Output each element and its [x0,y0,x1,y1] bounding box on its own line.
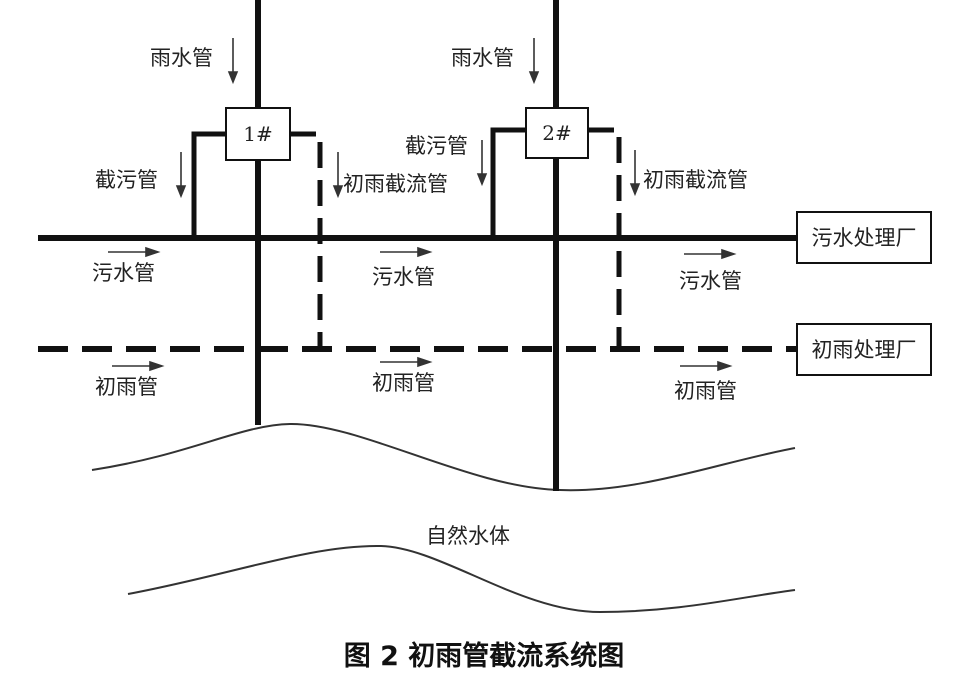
first-rain-intercept-label-2: 初雨截流管 [643,168,748,192]
well-1-box [225,107,291,161]
rain-pipe-label-2: 雨水管 [451,46,514,70]
first-rain-intercept-pipe-1 [290,131,323,349]
first-rain-intercept-label-1: 初雨截流管 [343,172,448,196]
water-bank-lower [127,544,796,614]
sewage-plant-label: 污水处理厂 [812,226,917,250]
sewage-plant-box [796,211,932,264]
intercept-sewage-pipe-1 [191,131,226,238]
sewage-pipe-label-3: 污水管 [679,269,742,293]
down-arrows [175,38,641,199]
sewage-pipe-label-2: 污水管 [372,265,435,289]
well-1-label: 1# [243,122,272,146]
first-rain-pipe-label-3: 初雨管 [674,379,737,403]
right-arrows [108,246,737,372]
well-2-label: 2# [542,121,571,145]
rain-pipe-label-1: 雨水管 [150,46,213,70]
intercept-sewage-label-1: 截污管 [95,168,158,192]
first-rain-pipe-label-1: 初雨管 [95,375,158,399]
first-rain-plant-box [796,323,932,376]
well-2-box [525,107,589,159]
first-rain-pipe-label-2: 初雨管 [372,371,435,395]
figure-caption: 图 2 初雨管截流系统图 [344,640,625,672]
water-body-label: 自然水体 [426,524,510,548]
sewage-pipe-label-1: 污水管 [92,261,155,285]
intercept-sewage-label-2: 截污管 [405,134,468,158]
first-rain-plant-label: 初雨处理厂 [812,338,917,362]
first-rain-intercept-pipe-2 [588,127,622,349]
water-bank-upper [91,422,796,492]
intercept-sewage-pipe-2 [490,127,526,238]
